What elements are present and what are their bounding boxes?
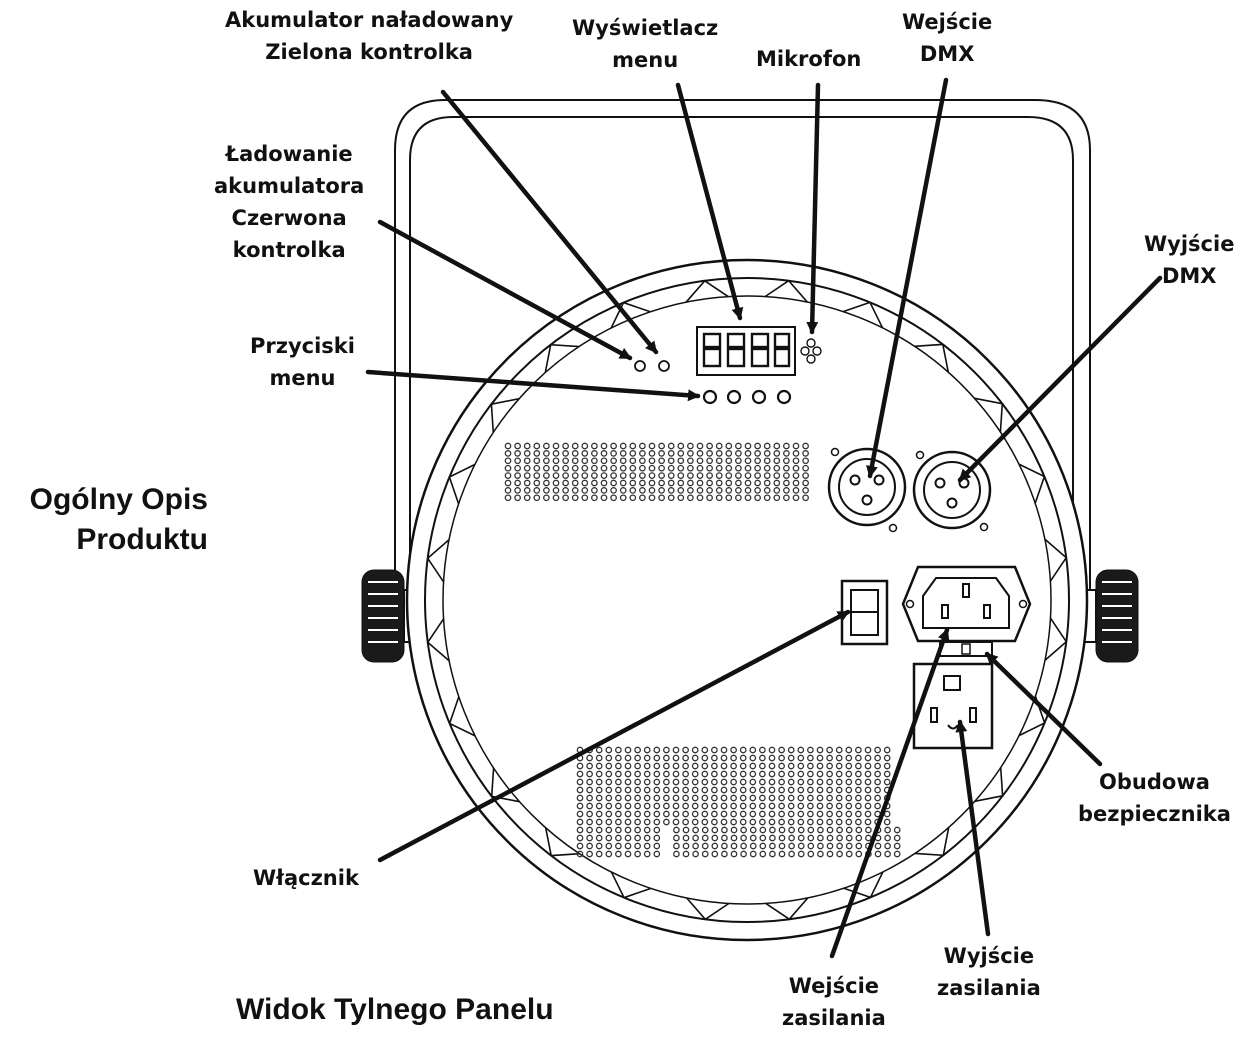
label-power-switch: Włącznik	[253, 866, 359, 890]
battery-charged-led	[658, 360, 670, 372]
menu-button-1	[702, 389, 718, 405]
arrow-battery-charged	[440, 89, 659, 355]
arrow-dmx-out	[957, 275, 1163, 483]
battery-leds	[634, 360, 670, 372]
housing-grip-tabs	[426, 279, 1068, 921]
mounting-bracket	[394, 99, 1091, 640]
right-bracket-knob	[1079, 569, 1139, 663]
housing	[405, 258, 1089, 942]
label-dmx-in: Wejście DMX	[902, 10, 993, 66]
lower-vent-grille	[576, 746, 901, 858]
arrow-fuse-housing	[984, 651, 1103, 767]
label-power-in: Wejście zasilania	[782, 974, 886, 1030]
arrow-power-out	[955, 719, 991, 937]
menu-button-3	[751, 389, 767, 405]
arrow-dmx-in	[865, 77, 949, 479]
battery-charging-led	[634, 360, 646, 372]
arrow-menu-buttons	[365, 369, 701, 402]
menu-button-4	[776, 389, 792, 405]
label-dmx-out: Wyjście DMX	[1144, 232, 1235, 288]
menu-button-2	[726, 389, 742, 405]
label-battery-charging: Ładowanie akumulatora Czerwona kontrolka	[214, 142, 365, 262]
power-inlet	[901, 565, 1032, 643]
menu-buttons	[702, 389, 792, 405]
arrow-microphone	[806, 82, 821, 335]
arrow-display	[675, 82, 744, 321]
callout-arrows	[365, 77, 1163, 959]
power-outlet	[912, 662, 994, 750]
dmx-in-connector	[827, 447, 907, 533]
microphone-holes	[800, 338, 822, 364]
menu-display	[696, 326, 796, 376]
label-battery-charged: Akumulator naładowany Zielona kontrolka	[225, 8, 514, 64]
fuse-holder	[939, 641, 993, 657]
label-microphone: Mikrofon	[756, 47, 862, 71]
label-fuse-housing: Obudowa bezpiecznika	[1078, 770, 1231, 826]
arrow-power-in	[829, 627, 950, 959]
arrow-power-switch	[377, 609, 851, 863]
arrow-battery-charging	[377, 219, 633, 361]
page-title: Ogólny Opis Produktu	[29, 483, 208, 556]
label-display: Wyświetlacz menu	[572, 16, 719, 72]
upper-vent-grille	[504, 442, 809, 502]
label-power-out: Wyjście zasilania	[937, 944, 1041, 1000]
figure-caption: Widok Tylnego Panelu	[236, 993, 554, 1026]
label-menu-buttons: Przyciski menu	[250, 334, 355, 390]
